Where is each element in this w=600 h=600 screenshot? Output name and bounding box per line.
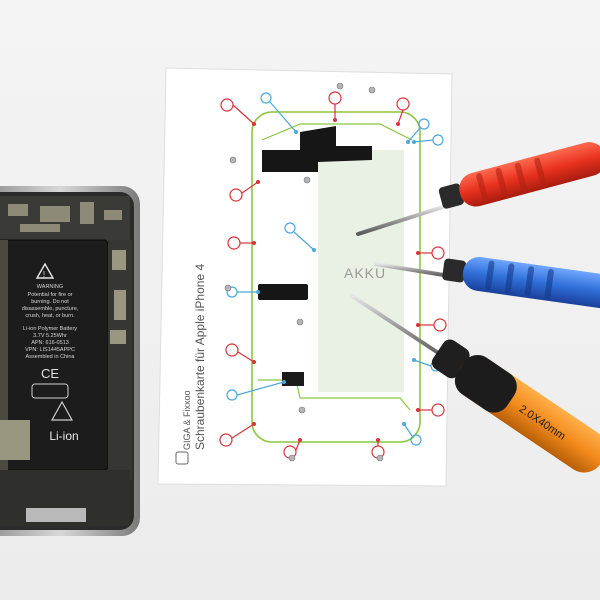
battery-spec-line: Li-ion Polymer Battery — [23, 326, 77, 332]
card-title-group: GIGA & Fixxoo Schraubenkarte für Apple i… — [182, 264, 207, 450]
battery-warning-title: WARNING — [37, 284, 63, 290]
akku-zone — [318, 150, 404, 392]
phone-outline — [251, 111, 421, 443]
blue-screwdriver — [374, 256, 600, 309]
battery-connector-bracket — [258, 284, 308, 300]
svg-text:!: ! — [43, 270, 45, 279]
bottom-bracket — [282, 372, 304, 386]
battery-spec-line: Assembled in China — [26, 354, 76, 360]
side-board — [0, 240, 8, 480]
outline-top-detail — [261, 123, 413, 141]
iphone-open: ! WARNING Potential for fire or burning.… — [0, 186, 140, 536]
orange-screwdriver: 2.0X40mm — [350, 294, 600, 473]
red-screw-markers — [219, 91, 447, 459]
battery-spec-line: 3.7V 5.25Whr — [33, 333, 67, 339]
blue-screw-markers — [226, 92, 444, 446]
card-title: Schraubenkarte für Apple iPhone 4 — [193, 264, 207, 450]
warning-triangle-icon — [35, 262, 55, 279]
brand-logo-icon — [175, 451, 189, 465]
dock-connector — [26, 508, 86, 522]
recycle-icon — [50, 400, 74, 421]
top-bracket — [262, 126, 372, 172]
battery-spec-line: VPN: LIS1445APPC — [25, 347, 75, 353]
blue-dots — [256, 130, 416, 426]
ce-mark: CE — [41, 366, 59, 381]
screw-card: AKKU GIGA & Fixxoo Schraubenkarte für Ap… — [157, 67, 453, 487]
battery-warning-line: burning. Do not — [31, 299, 69, 305]
akku-label: AKKU — [344, 265, 386, 281]
right-board — [108, 240, 132, 480]
card-brand: GIGA & Fixxoo — [182, 390, 192, 450]
red-dots — [252, 118, 420, 442]
battery-spec-line: APN: 616-0513 — [31, 340, 69, 346]
red-screwdriver — [356, 142, 600, 236]
loose-screws — [224, 82, 384, 462]
battery-warning-line: Potential for fire or — [28, 292, 73, 298]
battery-warning-line: disassemble, puncture, — [22, 306, 79, 312]
battery-warning-line: crush, heat, or burn. — [25, 313, 75, 319]
battery-chemistry: Li-ion — [49, 429, 78, 443]
ul-mark-icon — [31, 383, 69, 399]
